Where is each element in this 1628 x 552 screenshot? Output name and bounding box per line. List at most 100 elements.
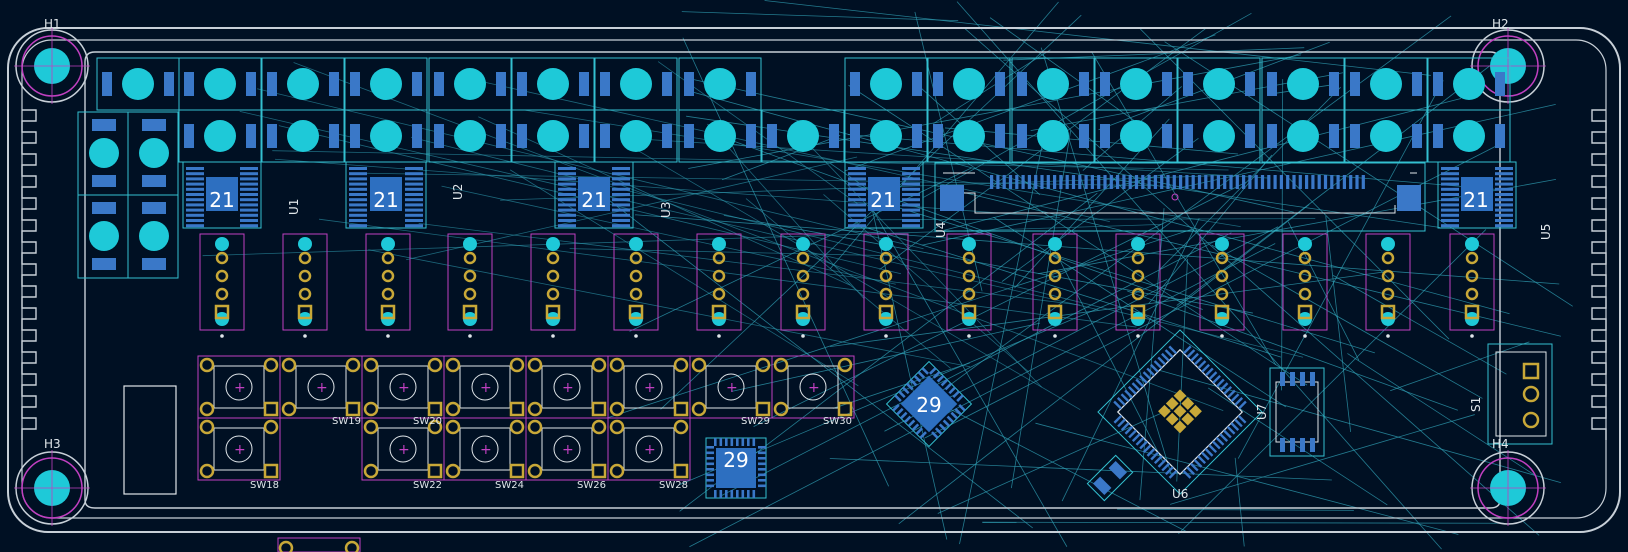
ic-pin xyxy=(902,182,920,186)
soic8-pin xyxy=(1300,372,1305,386)
switch-silk xyxy=(213,427,265,471)
cap-body xyxy=(139,221,169,251)
ic-pin xyxy=(612,224,630,228)
switch-pad xyxy=(527,419,543,435)
switch-origin: + xyxy=(808,380,820,396)
partial-footprint xyxy=(277,537,361,552)
switch-actuator xyxy=(717,373,745,401)
switch-pad xyxy=(199,463,215,479)
fpc-pin xyxy=(1122,175,1126,189)
switch-silk xyxy=(623,427,675,471)
soic8-courtyard xyxy=(1269,367,1325,457)
switch-pad xyxy=(445,401,461,417)
qfp-pin xyxy=(1116,397,1126,406)
connector-outline xyxy=(1449,233,1495,331)
led-pad xyxy=(1100,72,1110,96)
switch-pad xyxy=(773,401,789,417)
connector-pin xyxy=(879,251,893,265)
fpc-pin xyxy=(1084,175,1088,189)
ic-pin xyxy=(405,187,423,191)
ic-pin xyxy=(186,167,204,170)
connector-outline xyxy=(1365,233,1411,331)
qfp-pin xyxy=(1237,400,1247,410)
ic-pin xyxy=(612,177,630,181)
fpc-pin xyxy=(1008,175,1013,189)
qfp-pin xyxy=(1219,382,1229,392)
cap-body xyxy=(89,221,119,251)
led-body xyxy=(1203,68,1235,100)
connector-row xyxy=(199,233,1495,338)
led-pad xyxy=(329,72,339,96)
fpc-pin xyxy=(1267,175,1271,189)
led-courtyard xyxy=(261,109,345,163)
qfp-thermal xyxy=(1189,404,1202,418)
switch-pad-1 xyxy=(345,401,361,417)
fpc-pin xyxy=(1034,175,1038,189)
qfn-pin xyxy=(752,438,756,446)
ratsnest-line xyxy=(257,88,924,250)
ic-pin xyxy=(558,198,576,202)
ic-pin xyxy=(612,187,630,191)
ic-pin xyxy=(848,213,866,217)
connector-pad xyxy=(1048,237,1062,251)
qfn-pin xyxy=(894,394,902,402)
ratsnest-line xyxy=(272,150,1229,171)
ic-pin xyxy=(902,187,920,191)
qfp-pin xyxy=(1120,393,1130,403)
led-pad xyxy=(1017,124,1027,148)
switch-courtyard xyxy=(771,355,855,419)
connector-pin1-dot xyxy=(884,334,888,338)
cap-body xyxy=(139,138,169,168)
qfp-pin xyxy=(1127,385,1137,395)
led-pad xyxy=(184,124,194,148)
ic-pin xyxy=(349,167,367,170)
ic-pin xyxy=(349,219,367,222)
ratsnest-line xyxy=(202,224,1162,257)
fpc-pin xyxy=(1279,175,1283,189)
connector-pin xyxy=(1048,251,1062,265)
connector-pin xyxy=(1048,269,1062,283)
connector-pin1-dot xyxy=(1386,334,1390,338)
soic8-pin xyxy=(1280,372,1285,386)
connector-pin-1 xyxy=(878,304,894,320)
ic-badge: 21 xyxy=(581,188,606,212)
ic-pin xyxy=(1441,182,1459,186)
led-pad xyxy=(329,124,339,148)
led-pad xyxy=(517,124,527,148)
ratsnest-line xyxy=(1332,275,1507,375)
qfn-pin xyxy=(741,490,745,498)
ic-pin xyxy=(349,172,367,176)
connector-pin xyxy=(215,269,229,283)
qfp-pin xyxy=(1150,451,1160,461)
qfn-pin xyxy=(917,371,926,379)
led-body xyxy=(620,68,652,100)
qfn-pin xyxy=(706,462,714,466)
ic-label-u4: U4 xyxy=(934,222,948,238)
led-pad xyxy=(267,72,277,96)
led-pad xyxy=(1162,72,1172,96)
connector-pin-1 xyxy=(380,304,396,320)
soic8-pin xyxy=(1280,438,1285,452)
ratsnest-line xyxy=(993,216,1287,408)
switch-pad xyxy=(445,419,461,435)
led-pad xyxy=(412,72,422,96)
ic-badge: 29 xyxy=(916,393,941,417)
switch-pad xyxy=(527,401,543,417)
connector-outline xyxy=(447,233,493,331)
led-body xyxy=(870,120,902,152)
qfn-pin xyxy=(942,419,951,428)
led-pad xyxy=(662,124,672,148)
ic-pin xyxy=(612,172,630,176)
s1-pin-1 xyxy=(1522,362,1540,380)
ic-pin xyxy=(1495,172,1513,176)
qfn-pin xyxy=(714,438,717,446)
ic-pin xyxy=(240,177,258,181)
qfn-pin xyxy=(944,382,953,391)
ratsnest-line xyxy=(745,198,951,369)
fpc-pin xyxy=(1059,175,1063,189)
qfn-pin xyxy=(932,371,941,379)
connector-pin1-dot xyxy=(801,334,805,338)
switch-pad xyxy=(609,419,625,435)
switch-pad-1 xyxy=(509,463,525,479)
